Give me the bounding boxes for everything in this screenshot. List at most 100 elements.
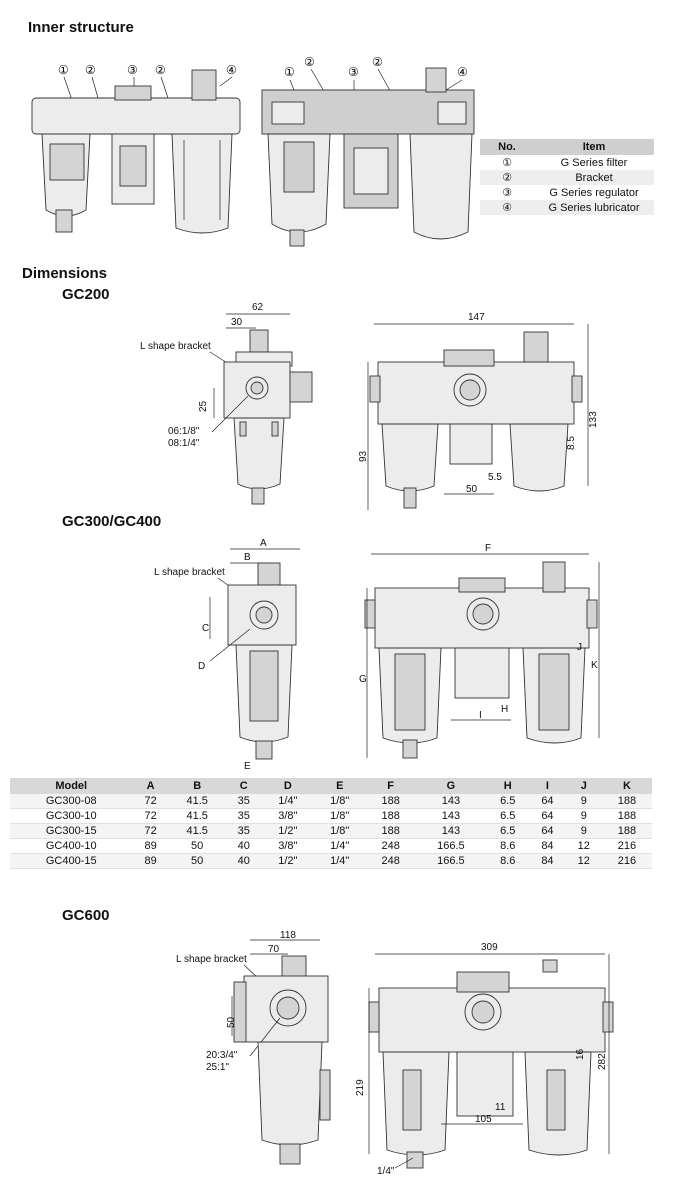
table-cell: 64 bbox=[529, 823, 566, 839]
legend-row: ① G Series filter bbox=[480, 155, 654, 170]
gc200-port-label-06: 06:1/8" bbox=[168, 426, 200, 437]
legend-row: ③ G Series regulator bbox=[480, 185, 654, 200]
table-cell: 64 bbox=[529, 794, 566, 809]
dimensions-heading: Dimensions bbox=[22, 265, 108, 282]
table-row: GC300-15 72 41.5 35 1/2" 1/8" 188 143 6.… bbox=[10, 823, 652, 839]
inner-structure-outline-drawing: ① ② ③ ② ④ bbox=[31, 63, 241, 234]
gc600-dim-105: 105 bbox=[475, 1114, 492, 1125]
gc300-dim-d: D bbox=[198, 661, 205, 672]
callout-cut-regulator: ③ bbox=[348, 65, 359, 79]
gc600-dim-282: 282 bbox=[597, 1053, 608, 1070]
legend-no: ① bbox=[480, 155, 534, 170]
table-cell: 188 bbox=[601, 808, 652, 824]
gc600-dim-70: 70 bbox=[268, 944, 280, 955]
spec-header-k: K bbox=[601, 778, 652, 794]
table-cell: 1/2" bbox=[261, 823, 314, 839]
gc300-dim-j: J bbox=[577, 642, 582, 653]
table-cell: 216 bbox=[601, 838, 652, 854]
table-cell: 8.6 bbox=[486, 838, 530, 854]
spec-header-f: F bbox=[365, 778, 416, 794]
gc600-dim-50: 50 bbox=[226, 1016, 237, 1028]
gc200-bracket-label: L shape bracket bbox=[140, 341, 211, 352]
gc200-side-view-drawing: 62 30 L shape bracket 25 06:1/8" 08:1/4" bbox=[140, 302, 313, 505]
gc200-dim-50: 50 bbox=[466, 484, 478, 495]
table-cell: 8.6 bbox=[486, 853, 530, 869]
gc200-dim-133: 133 bbox=[588, 411, 599, 428]
spec-header-model: Model bbox=[10, 778, 133, 794]
table-cell: 41.5 bbox=[168, 794, 226, 809]
table-cell: 188 bbox=[365, 794, 416, 809]
gc600-dim-309: 309 bbox=[481, 942, 498, 953]
table-cell: 35 bbox=[225, 823, 262, 839]
spec-header-row: Model A B C D E F G H I J K bbox=[10, 778, 652, 794]
table-cell: 3/8" bbox=[261, 808, 314, 824]
gc200-heading: GC200 bbox=[62, 286, 110, 303]
table-cell: 1/4" bbox=[313, 853, 366, 869]
gc300-dim-i: I bbox=[479, 710, 482, 721]
gc600-port-label-quarter: 1/4" bbox=[377, 1166, 395, 1177]
table-cell: 6.5 bbox=[486, 808, 530, 824]
table-cell: GC400-15 bbox=[10, 853, 133, 869]
table-cell: 166.5 bbox=[415, 853, 487, 869]
table-cell: 50 bbox=[168, 853, 226, 869]
table-row: GC400-10 89 50 40 3/8" 1/4" 248 166.5 8.… bbox=[10, 838, 652, 854]
table-cell: 188 bbox=[365, 823, 416, 839]
gc600-port-label-20: 20:3/4" bbox=[206, 1050, 238, 1061]
gc600-heading: GC600 bbox=[62, 907, 110, 924]
table-cell: 1/8" bbox=[313, 794, 366, 809]
table-cell: 9 bbox=[565, 794, 602, 809]
table-cell: 9 bbox=[565, 808, 602, 824]
table-cell: 72 bbox=[132, 794, 169, 809]
table-cell: GC400-10 bbox=[10, 838, 133, 854]
table-cell: 35 bbox=[225, 808, 262, 824]
spec-header-c: C bbox=[225, 778, 262, 794]
table-cell: 72 bbox=[132, 823, 169, 839]
gc300-side-view-drawing: A B L shape bracket C D E bbox=[154, 538, 300, 772]
gc300-dim-g: G bbox=[359, 674, 367, 685]
table-cell: 1/2" bbox=[261, 853, 314, 869]
gc200-dim-93: 93 bbox=[358, 450, 369, 462]
legend-header-no: No. bbox=[480, 139, 534, 155]
parts-legend-table: No. Item ① G Series filter ② Bracket ③ G… bbox=[480, 139, 654, 215]
table-cell: GC300-15 bbox=[10, 823, 133, 839]
gc200-dim-5-5: 5.5 bbox=[488, 472, 502, 483]
spec-header-g: G bbox=[415, 778, 487, 794]
gc200-dim-147: 147 bbox=[468, 312, 485, 323]
callout-regulator: ③ bbox=[127, 63, 138, 77]
spec-header-b: B bbox=[168, 778, 226, 794]
gc600-dim-219: 219 bbox=[355, 1079, 366, 1096]
gc300-dim-h: H bbox=[501, 704, 508, 715]
table-row: GC300-08 72 41.5 35 1/4" 1/8" 188 143 6.… bbox=[10, 794, 652, 809]
gc600-port-label-25: 25:1" bbox=[206, 1062, 229, 1073]
gc600-dim-11: 11 bbox=[495, 1102, 506, 1113]
table-cell: 50 bbox=[168, 838, 226, 854]
legend-item: G Series filter bbox=[534, 155, 654, 170]
legend-header-item: Item bbox=[534, 139, 654, 155]
table-cell: 248 bbox=[365, 853, 416, 869]
table-cell: 41.5 bbox=[168, 823, 226, 839]
table-cell: 1/8" bbox=[313, 808, 366, 824]
gc600-bracket-label: L shape bracket bbox=[176, 954, 247, 965]
spec-header-j: J bbox=[565, 778, 602, 794]
callout-cut-bracket-1: ② bbox=[304, 55, 315, 69]
table-cell: 6.5 bbox=[486, 823, 530, 839]
gc300-dim-c: C bbox=[202, 623, 209, 634]
legend-header-row: No. Item bbox=[480, 139, 654, 155]
table-cell: 72 bbox=[132, 808, 169, 824]
table-cell: 12 bbox=[565, 838, 602, 854]
table-cell: 188 bbox=[601, 823, 652, 839]
gc200-port-label-08: 08:1/4" bbox=[168, 438, 200, 449]
gc600-dim-118: 118 bbox=[280, 930, 296, 941]
table-cell: 143 bbox=[415, 808, 487, 824]
table-row: GC300-10 72 41.5 35 3/8" 1/8" 188 143 6.… bbox=[10, 808, 652, 824]
gc300-dim-e: E bbox=[244, 761, 251, 772]
table-cell: 1/8" bbox=[313, 823, 366, 839]
inner-structure-heading: Inner structure bbox=[28, 19, 134, 36]
table-cell: 6.5 bbox=[486, 794, 530, 809]
table-cell: 1/4" bbox=[261, 794, 314, 809]
legend-row: ② Bracket bbox=[480, 170, 654, 185]
gc300-heading: GC300/GC400 bbox=[62, 513, 162, 530]
gc300-front-view-drawing: F G H I J K bbox=[359, 543, 600, 759]
callout-filter: ① bbox=[58, 63, 69, 77]
table-cell: 89 bbox=[132, 838, 169, 854]
